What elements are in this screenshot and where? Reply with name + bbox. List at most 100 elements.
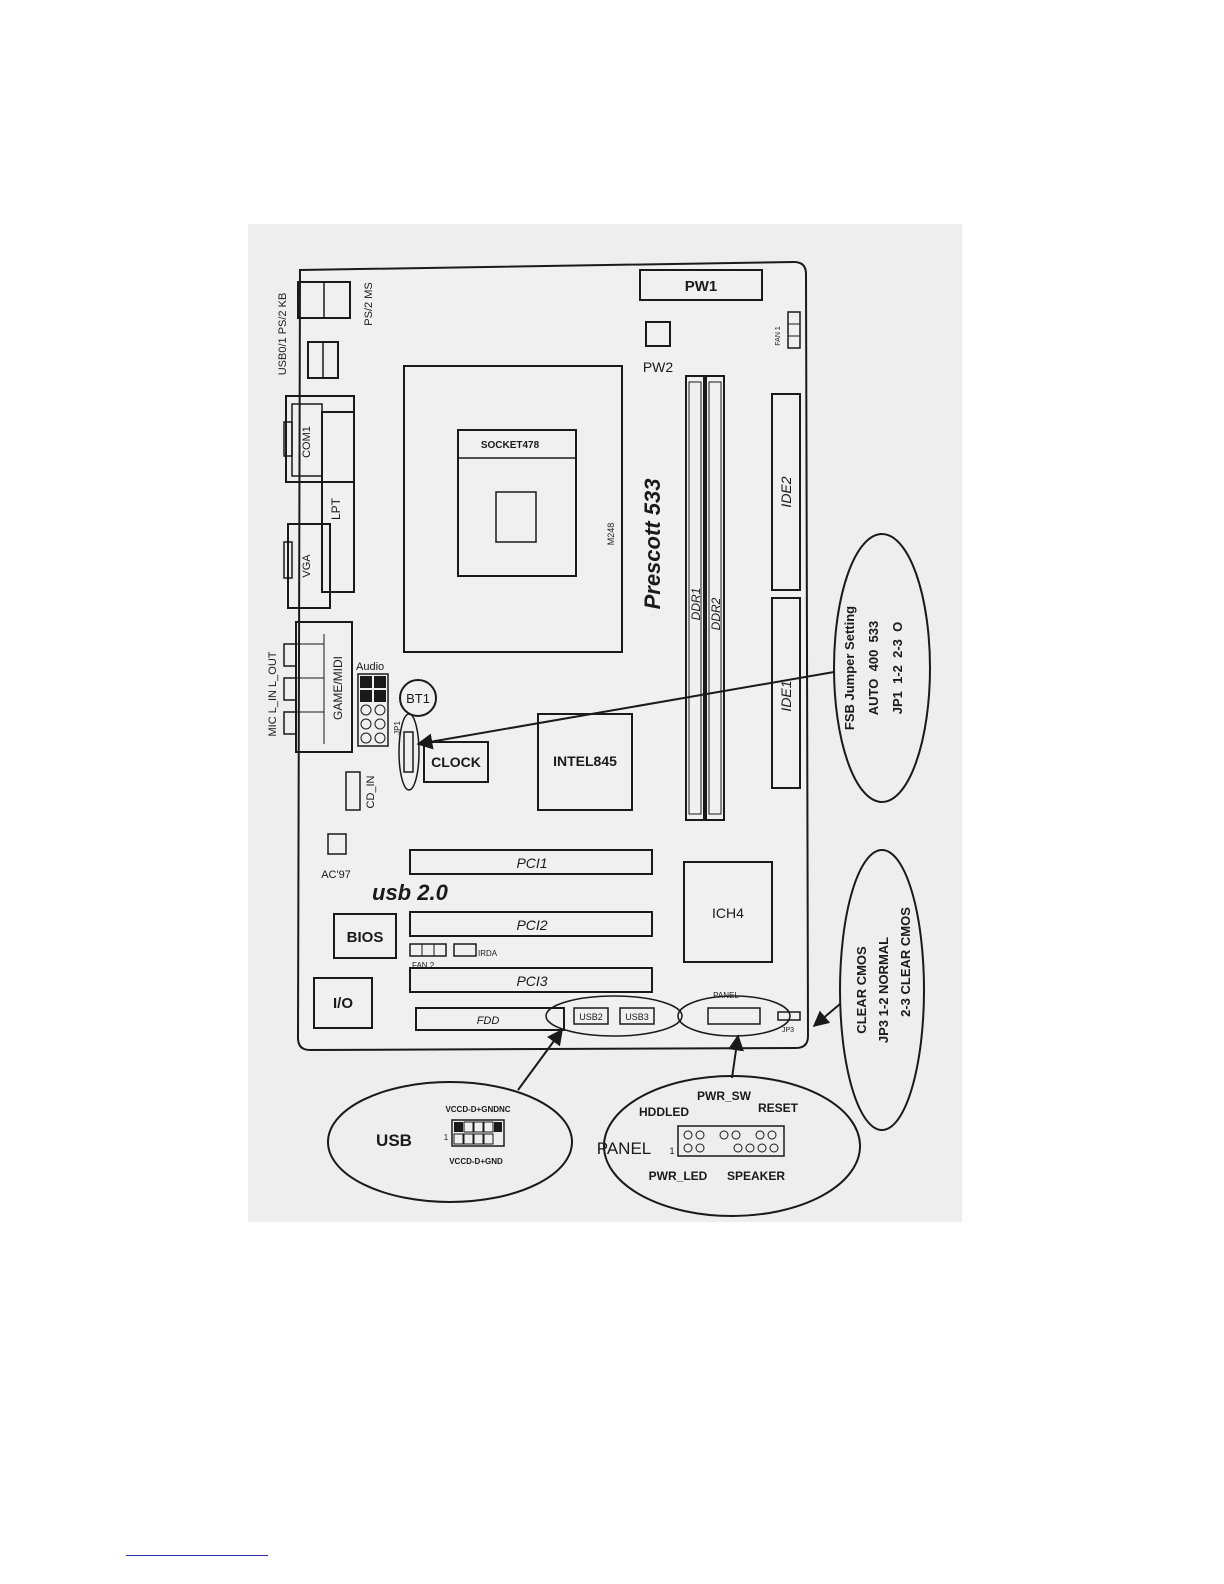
lpt-connector [321,411,355,593]
panel-pin-header [677,1125,785,1157]
usb2-header [573,1007,609,1025]
fsb-callout-value-row: JP1 1-2 2-3 O [890,622,905,715]
jp1-highlight [398,713,420,791]
m248-label: M248 [606,523,616,546]
pci3-label: PCI3 [516,973,547,989]
jp1-label: JP1 [393,721,402,735]
usb01-ps2kb-label: USB0/1 PS/2 KB [277,293,289,376]
board-outline [296,260,810,1052]
socket478 [457,429,577,577]
ps2ms-label: PS/2 MS [363,282,375,325]
ich4-label: ICH4 [712,905,744,921]
fsb-callout-header-row: AUTO 400 533 [866,621,881,715]
usb20-label: usb 2.0 [372,880,449,905]
footnote-separator-line [126,1555,268,1556]
ac97-label: AC'97 [321,869,351,881]
game-midi-label: GAME/MIDI [331,656,345,720]
ide2-connector [771,393,801,591]
com1-label: COM1 [301,426,313,458]
usb2-label: USB2 [579,1012,603,1022]
fan1-label: FAN 1 [775,326,782,346]
audio-jacks-label: MIC L_IN L_OUT [267,651,279,736]
pci1-label: PCI1 [516,855,547,871]
pw2-connector [645,321,671,347]
io-chip [313,977,373,1029]
cpu-socket-area [403,365,623,653]
vga-connector [287,523,331,609]
intel845-chip [537,713,633,811]
pw2-label: PW2 [643,359,674,375]
intel845-label: INTEL845 [553,753,617,769]
cd-in-header [345,771,361,811]
cmos-arrow [812,1003,841,1028]
panel-pin1-marker: 1 [669,1146,674,1156]
audio-header-label: Audio [356,661,384,673]
ich4-chip [683,861,773,963]
fan1-header [787,311,801,349]
pci3-slot [409,967,653,993]
panel-callout-pwr-led: PWR_LED [649,1169,708,1183]
fan2-label: FAN 2 [412,961,435,970]
panel-callout-reset: RESET [758,1101,799,1115]
bt1-label: BT1 [406,691,430,706]
battery-bt1 [399,679,437,717]
panel-callout-speaker: SPEAKER [727,1169,785,1183]
usb-pins-top-label: VCCD-D+GNDNC [445,1105,510,1114]
lpt-label: LPT [329,497,343,520]
panel-arrow [728,1034,744,1079]
cmos-callout-clear: 2-3 CLEAR CMOS [898,907,913,1017]
usb-pin1-marker: 1 [444,1133,449,1142]
ddr1-slot [685,375,705,821]
usb-pinout-callout [327,1081,573,1203]
socket478-label: SOCKET478 [481,440,540,451]
ide1-label: IDE1 [778,680,794,711]
pci2-label: PCI2 [516,917,547,933]
ddr2-label: DDR2 [709,597,723,630]
cmos-callout-title: CLEAR CMOS [854,946,869,1034]
usb-header-highlight [545,995,683,1037]
usb-callout-title: USB [376,1131,412,1150]
game-midi-connector [295,621,353,753]
ide1-connector [771,597,801,789]
panel-callout-hddled: HDDLED [639,1105,689,1119]
vga-label: VGA [301,554,313,578]
cd-in-label: CD_IN [365,775,377,808]
fan2-header [409,943,447,957]
bios-label: BIOS [347,929,384,946]
jp3-jumper [777,1011,801,1021]
io-label: I/O [333,995,353,1012]
pci2-slot [409,911,653,937]
cpu-die [495,491,537,543]
panel-callout-pwr-sw: PWR_SW [697,1089,752,1103]
usb-pin-header [451,1119,505,1147]
clock-chip [423,741,489,783]
irda-label: IRDA [478,949,498,958]
usb3-header [619,1007,655,1025]
panel-header [707,1007,761,1025]
jp1-jumper [403,731,414,773]
ddr2-slot [705,375,725,821]
usb3-label: USB3 [625,1012,649,1022]
ddr1-label: DDR1 [689,588,703,621]
panel-callout-title: PANEL [597,1139,652,1158]
ide2-label: IDE2 [778,476,794,507]
pci1-slot [409,849,653,875]
fsb-jumper-callout [833,533,931,803]
pw1-label: PW1 [685,278,718,295]
fsb-callout-title: FSB Jumper Setting [842,606,857,730]
bios-chip [333,913,397,959]
clear-cmos-callout [839,849,925,1131]
pw1-connector [639,269,763,301]
usb-arrow [517,1028,563,1091]
audio-header [357,673,389,747]
irda-header [453,943,477,957]
clock-label: CLOCK [431,754,481,770]
motherboard-layout-diagram: PW1 PW2 FAN 1 USB0/1 PS/2 KB PS/2 MS COM… [267,260,931,1217]
prescott-label: Prescott 533 [640,479,665,610]
ac97-chip [327,833,347,855]
panel-header-label: PANEL [713,991,739,1000]
jp3-label: JP3 [782,1027,794,1034]
usb-pins-bottom-label: VCCD-D+GND [449,1157,503,1166]
cmos-callout-normal: JP3 1-2 NORMAL [876,937,891,1043]
fdd-connector [415,1007,565,1031]
